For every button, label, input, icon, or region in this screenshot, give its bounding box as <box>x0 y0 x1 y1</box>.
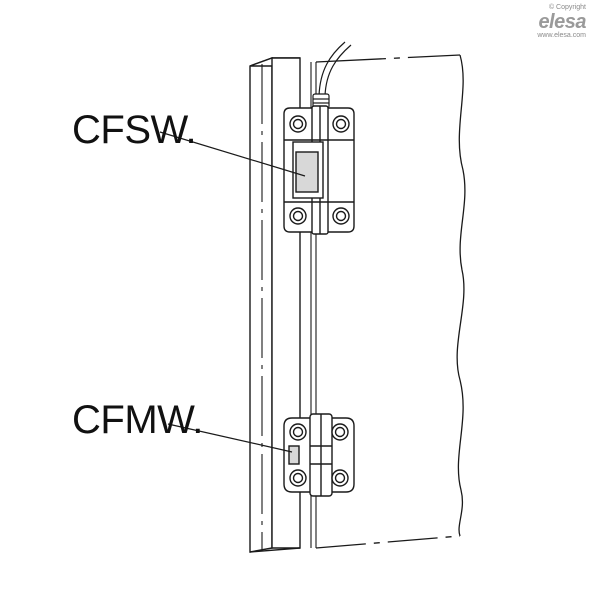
cfsw-label: CFSW. <box>72 108 197 152</box>
door-panel <box>315 54 466 549</box>
cfsw-leader-line <box>159 131 306 177</box>
cfsw-hinge <box>283 105 355 235</box>
cable <box>312 41 352 109</box>
cfmw-hinge <box>283 413 355 497</box>
copyright-notice: © Copyright <box>548 4 586 11</box>
cfmw-label: CFMW. <box>72 398 203 442</box>
brand-url: www.elesa.com <box>537 32 586 39</box>
cfmw-leader-line <box>167 423 293 453</box>
brand-block: © Copyright elesa www.elesa.com <box>537 4 586 40</box>
leader-lines <box>159 131 306 453</box>
elesa-logo: elesa <box>538 11 586 33</box>
